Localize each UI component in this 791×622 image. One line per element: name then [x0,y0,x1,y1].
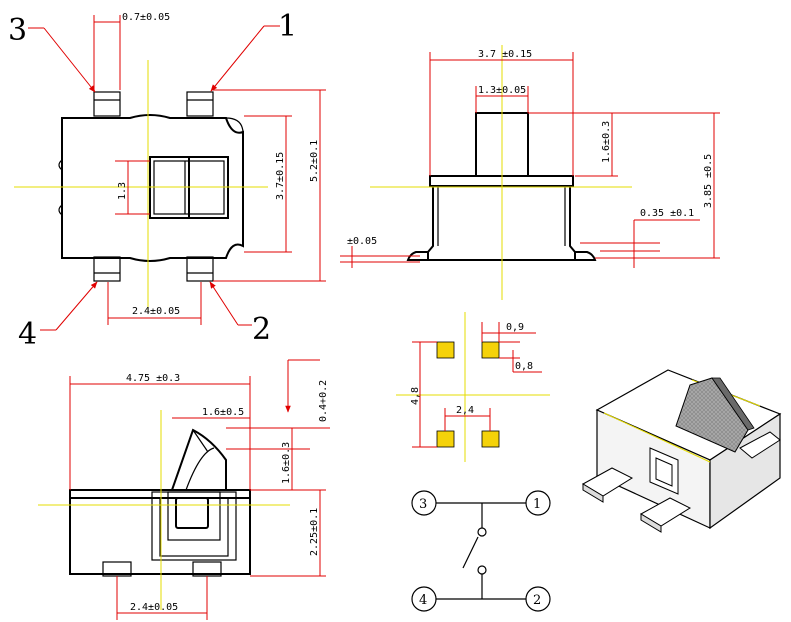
dim-total-height: 5.2±0.1 [309,140,320,182]
pin-label-4: 4 [18,317,37,352]
dim-pad-width: 0,9 [506,322,524,333]
switch-contact-bottom [477,565,487,575]
top-body-outline [61,114,244,262]
pad-bottom-right [481,430,500,448]
switch-contact-top [477,527,487,537]
dim-pin-width: 0.7±0.05 [122,12,170,23]
dim-stem-height: 1.6±0.3 [601,121,612,163]
schematic-label-2: 2 [533,593,541,608]
pad-bottom-left [436,430,455,448]
schematic-pin-1 [525,490,551,516]
pin-2-lead [186,256,214,282]
top-view: 0.7±0.05 1.3 3.7±0.15 5.2±0.1 2.4±0.05 3… [8,9,326,352]
schematic-pin-2 [525,586,551,612]
pad-layout: 0,9 0,8 4,8 2,4 [396,312,550,462]
dim-side-width: 3.7 ±0.15 [478,49,532,60]
schematic-pin-3 [411,490,437,516]
schematic-label-1: 1 [533,497,541,512]
side-view: 3.7 ±0.15 1.3±0.05 1.6±0.3 3.85 ±0.5 0.3… [340,45,720,300]
dim-coplanarity: ±0.05 [347,236,377,247]
pin-1-lead [186,91,214,117]
dim-body-height: 3.7±0.15 [275,152,286,200]
switch-blade [462,536,479,569]
pin-3-lead [93,91,121,117]
dim-inner-height: 1.3 [117,182,128,200]
pad-top-left [436,341,455,359]
dim-pin-spacing: 2.4±0.05 [132,306,180,317]
dim-actuator-height: 1.6±0.3 [281,442,292,484]
schematic: 3 1 4 2 [411,490,551,612]
pin-label-2: 2 [252,312,271,347]
dim-pad-height: 0,8 [515,361,533,372]
dim-front-pin-spacing: 2.4±0.05 [130,602,178,613]
dim-actuator-offset: 0.4+0.2 [318,380,329,422]
pad-top-right [481,341,500,359]
dim-front-body-height: 2.25±0.1 [309,508,320,556]
pin-label-3: 3 [8,13,27,48]
pin-4-lead [93,256,121,282]
render-actuator [675,377,749,453]
pin-label-1: 1 [278,9,297,44]
dim-span-y: 4,8 [410,387,421,405]
dim-stem-width: 1.3±0.05 [478,85,526,96]
isometric-render [581,369,782,533]
front-view: 4.75 ±0.3 1.6±0.5 0.4+0.2 1.6±0.3 2.25±0… [38,359,330,620]
dim-front-length: 4.75 ±0.3 [126,373,180,384]
dim-span-x: 2,4 [456,405,474,416]
dim-lead-thickness: 0.35 ±0.1 [640,208,694,219]
schematic-label-3: 3 [419,497,427,512]
dim-total-height-side: 3.85 ±0.5 [703,154,714,208]
schematic-label-4: 4 [419,593,427,608]
schematic-pin-4 [411,586,437,612]
front-plate [69,489,251,499]
dim-actuator-width: 1.6±0.5 [202,407,244,418]
